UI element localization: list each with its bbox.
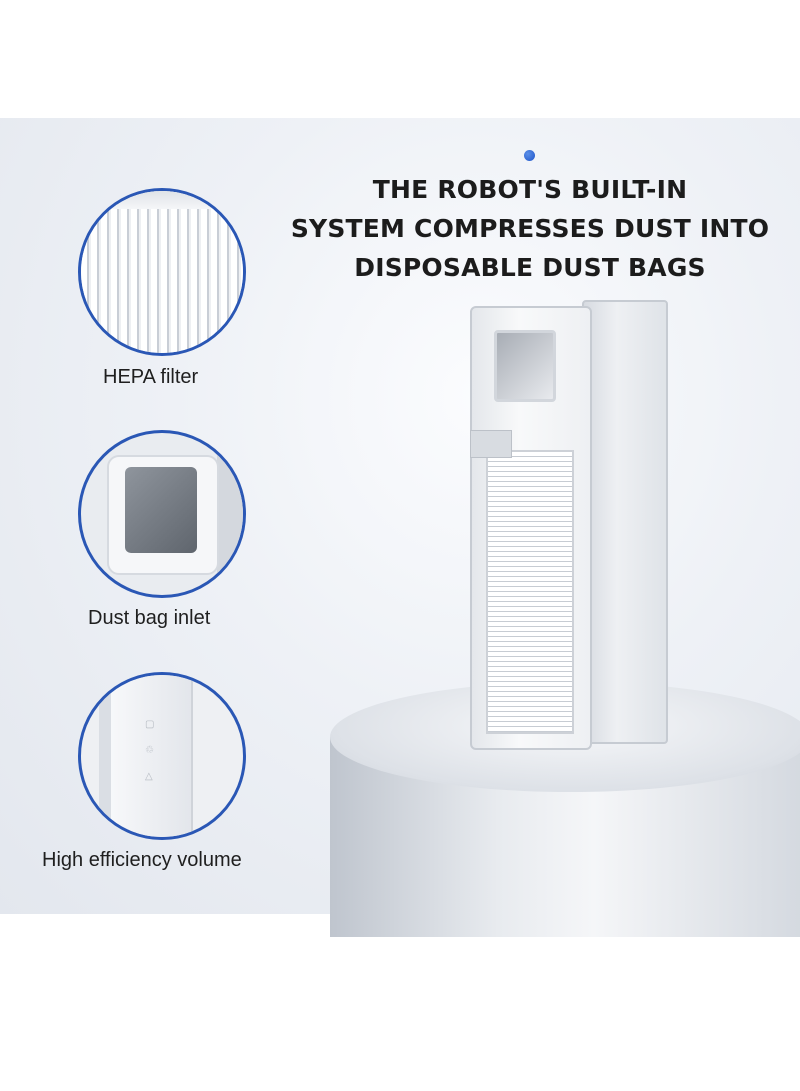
dust-bag-inlet-closeup-icon [78, 430, 246, 598]
dust-bag-clip [470, 430, 512, 458]
hepa-filter-closeup-icon [78, 188, 246, 356]
marker-triangle-icon: △ [145, 771, 153, 782]
dust-bag-inlet-window [494, 330, 556, 402]
headline-line-2: SYSTEM COMPRESSES DUST INTO [290, 214, 770, 243]
dust-bag-product [470, 300, 668, 750]
volume-closeup-icon: ▢ ♲ △ [78, 672, 246, 840]
dust-bag-back [582, 300, 668, 744]
feature-label-volume: High efficiency volume [42, 849, 242, 871]
headline: THE ROBOT'S BUILT-IN SYSTEM COMPRESSES D… [290, 170, 770, 287]
hepa-filter-panel [486, 450, 574, 734]
accent-dot-icon [524, 150, 535, 161]
feature-label-hepa: HEPA filter [103, 366, 199, 388]
marker-recycle-icon: ♲ [145, 745, 154, 756]
marker-square-icon: ▢ [145, 719, 155, 730]
feature-label-inlet: Dust bag inlet [88, 607, 211, 629]
headline-line-1: THE ROBOT'S BUILT-IN [372, 175, 688, 204]
headline-line-3: DISPOSABLE DUST BAGS [354, 253, 706, 282]
